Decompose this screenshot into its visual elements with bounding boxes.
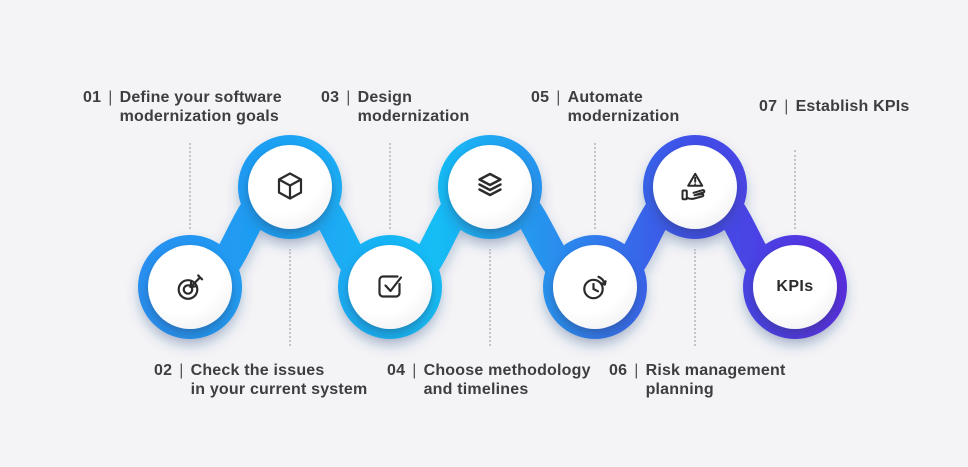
- dotted-line-step-06: [694, 249, 696, 346]
- step-node-03: [348, 245, 432, 329]
- layers-icon: [478, 172, 502, 197]
- step-node-06: [653, 145, 737, 229]
- step-number: 05: [531, 89, 550, 106]
- step-label-04: 04 | Choose methodology and timelines: [387, 361, 591, 399]
- step-label-03: 03 | Design modernization: [321, 88, 470, 126]
- dotted-line-step-03: [389, 143, 391, 229]
- cube-icon: [277, 172, 303, 200]
- step-text: Risk management planning: [645, 362, 786, 398]
- target-arrow-icon: [177, 274, 204, 300]
- dotted-line-step-05: [594, 143, 596, 229]
- hand-warning-icon: [681, 172, 706, 201]
- step-text: Automate modernization: [567, 89, 680, 125]
- step-label-06: 06 | Risk management planning: [609, 361, 786, 399]
- step-number: 06: [609, 362, 628, 379]
- step-separator: |: [346, 89, 351, 106]
- dotted-line-step-01: [189, 143, 191, 229]
- step-node-04: [448, 145, 532, 229]
- step-text: Design modernization: [357, 89, 470, 125]
- step-number: 04: [387, 362, 406, 379]
- step-node-01: [148, 245, 232, 329]
- step-label-07: 07 | Establish KPIs: [759, 97, 910, 116]
- step-separator: |: [108, 89, 113, 106]
- step-label-02: 02 | Check the issues in your current sy…: [154, 361, 367, 399]
- step-separator: |: [634, 362, 639, 379]
- step-text: Check the issues in your current system: [190, 362, 368, 398]
- step-separator: |: [412, 362, 417, 379]
- step-number: 02: [154, 362, 173, 379]
- step-node-07: KPIs: [753, 245, 837, 329]
- step-number: 03: [321, 89, 340, 106]
- step-number: 01: [83, 89, 102, 106]
- step-separator: |: [179, 362, 184, 379]
- step-text: Define your software modernization goals: [119, 89, 282, 125]
- dotted-line-step-04: [489, 249, 491, 346]
- step-number: 07: [759, 98, 778, 115]
- step-separator: |: [784, 98, 789, 115]
- clock-arrow-icon: [583, 275, 607, 300]
- step-label-01: 01 | Define your software modernization …: [83, 88, 282, 126]
- step-separator: |: [556, 89, 561, 106]
- step-node-05: [553, 245, 637, 329]
- kpis-badge: KPIs: [776, 278, 814, 295]
- step-node-02: [248, 145, 332, 229]
- step-text: Establish KPIs: [795, 98, 910, 115]
- step-text: Choose methodology and timelines: [423, 362, 591, 398]
- step-label-05: 05 | Automate modernization: [531, 88, 680, 126]
- checkbox-check-icon: [378, 275, 403, 298]
- dotted-line-step-07: [794, 150, 796, 229]
- dotted-line-step-02: [289, 249, 291, 346]
